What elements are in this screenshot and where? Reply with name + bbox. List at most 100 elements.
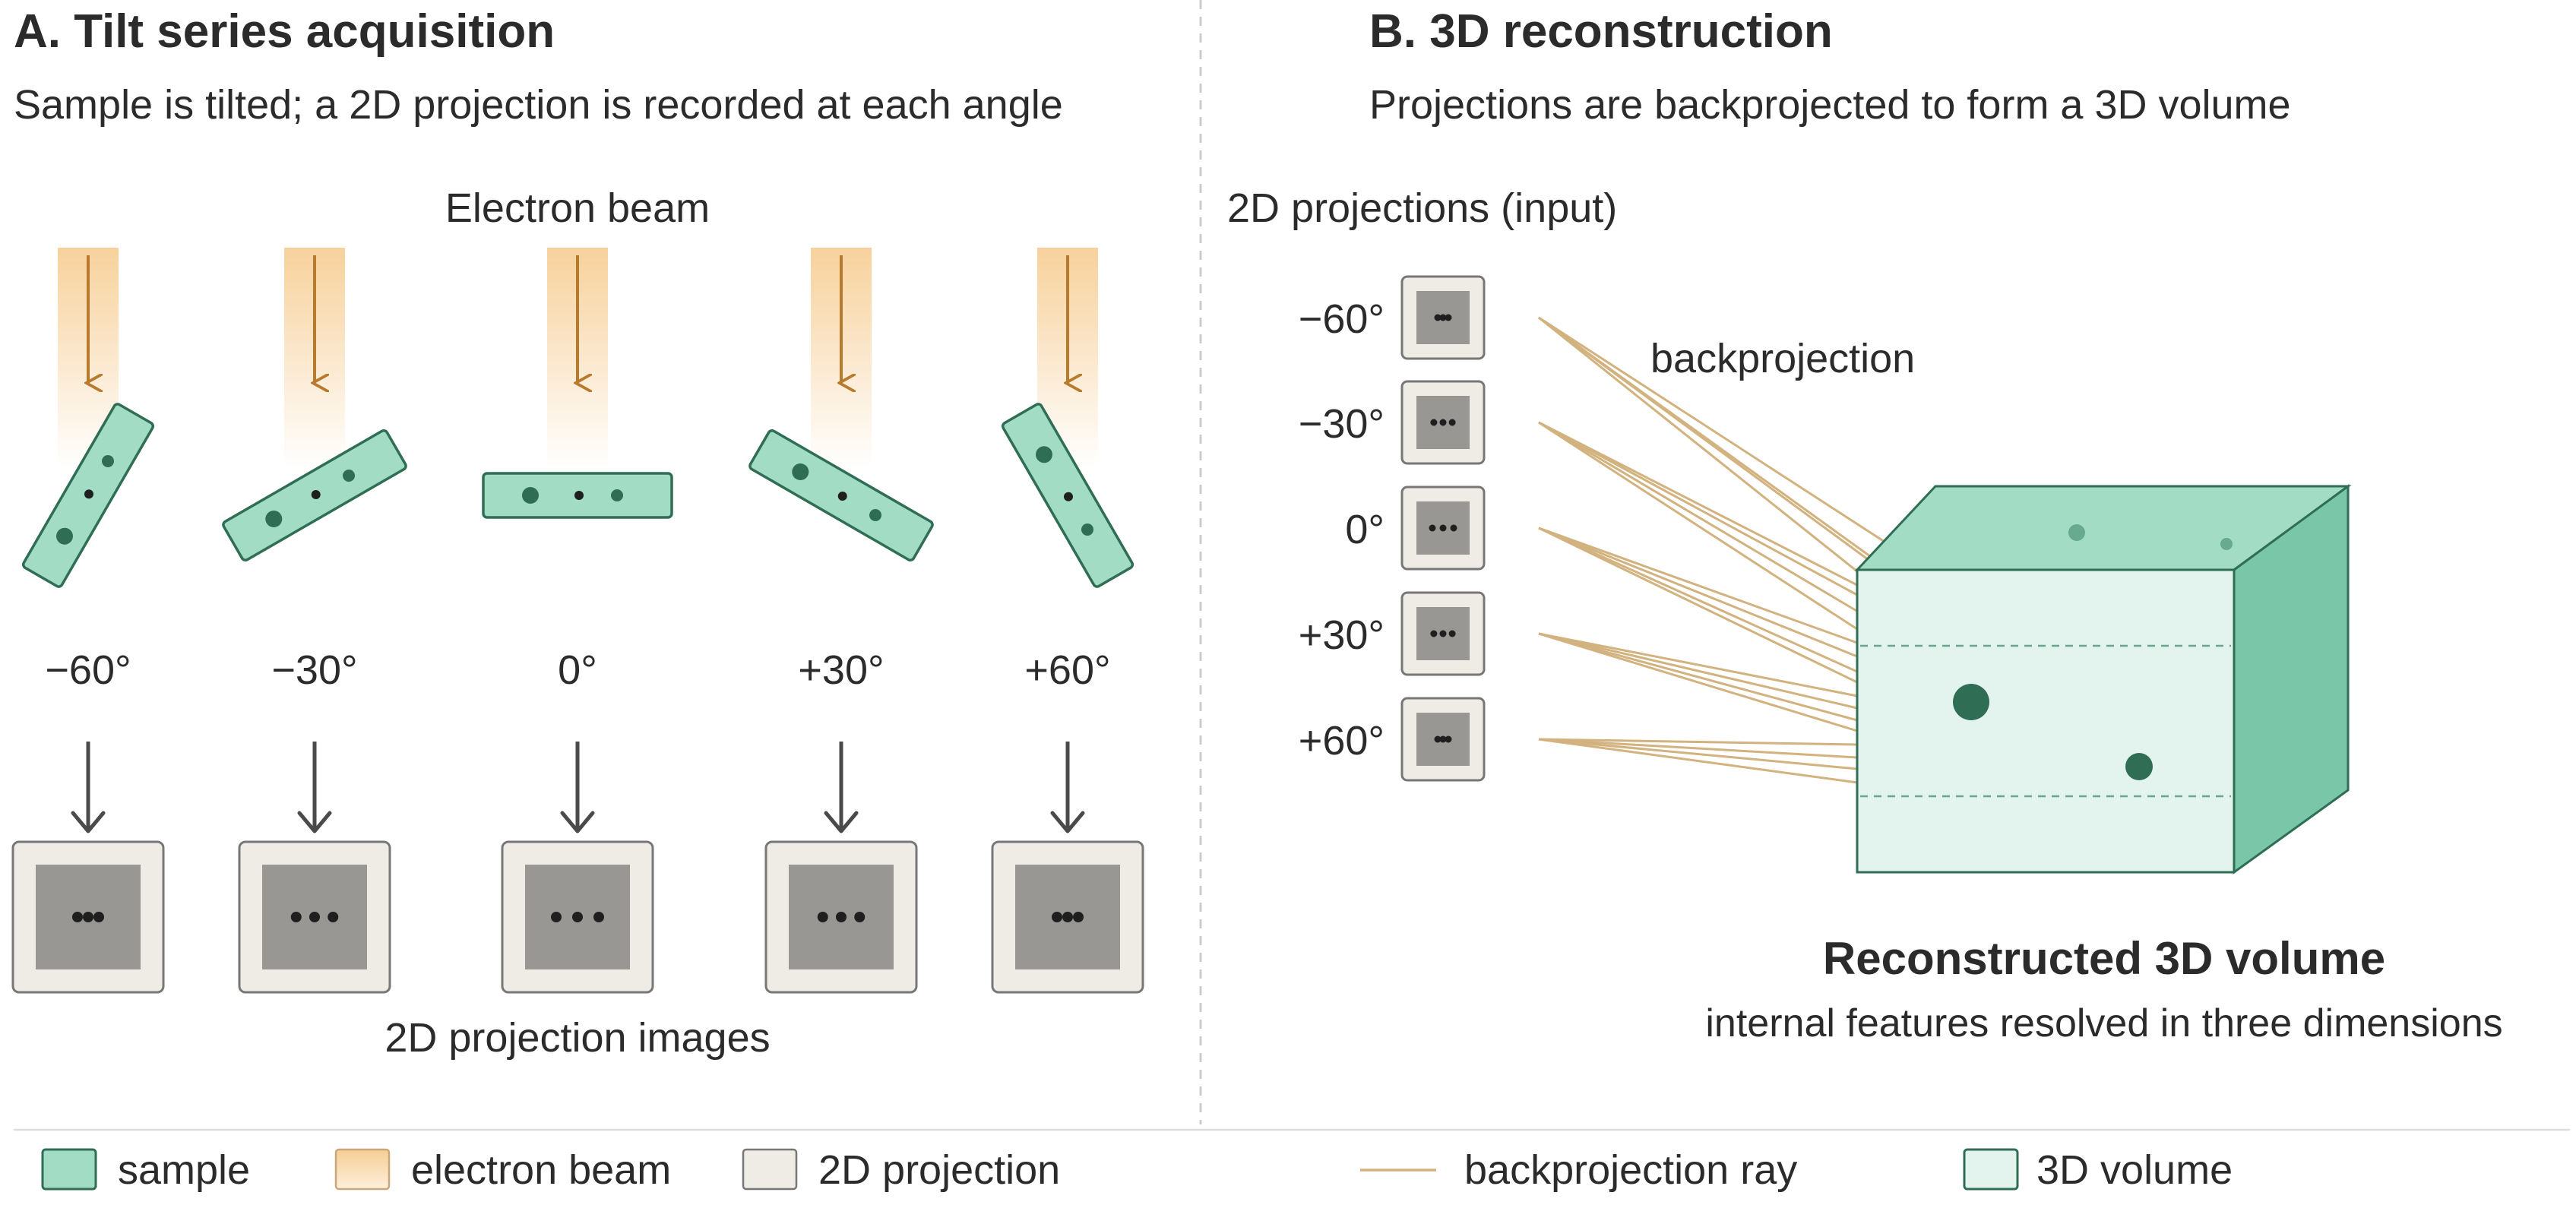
backprojection-label: backprojection [1650,336,1915,381]
tilt-angle-label: −60° [45,647,131,693]
sample-feature-dot [1064,492,1073,501]
input-projection-dot [1450,524,1457,532]
sample-feature-dot [1081,523,1093,536]
input-angle-label: +30° [1299,612,1385,658]
input-projections: −60° −30° 0° +30° +60° [1299,275,1486,782]
input-projection-dot [1434,735,1441,743]
projection-dot [328,912,339,922]
backprojection-ray [1538,421,1858,587]
projection-dot [72,912,83,922]
projection-dot [572,912,583,922]
projections-label: 2D projection images [385,1015,770,1061]
input-projection: −30° [1299,380,1486,465]
legend-label: electron beam [411,1147,671,1193]
input-projection-dot [1439,314,1447,321]
input-angle-label: 0° [1345,507,1385,552]
input-projection-dot [1430,630,1438,637]
sample-slab [222,429,407,562]
input-projection-dot [1439,630,1447,637]
legend: sample electron beam 2D projection backp… [41,1147,2233,1193]
projection-dot [83,912,93,922]
volume-feature-dot [2220,538,2233,550]
projection-dot [309,912,320,922]
input-label: 2D projections (input) [1227,185,1617,231]
input-projection: 0° [1345,485,1486,571]
input-projection-dot [1429,524,1436,532]
backprojection-ray [1538,738,1858,746]
sample-feature-dot [837,492,847,501]
sample-slab [748,429,934,562]
input-projection-dot [1434,314,1441,321]
input-projection-dot [1439,524,1447,532]
input-projection-dot [1448,419,1456,426]
input-projection-dot [1439,735,1447,743]
panel-a-subtitle: Sample is tilted; a 2D projection is rec… [14,82,1063,128]
reconstructed-volume [1854,484,2352,874]
backprojection-ray [1538,316,1878,568]
backprojection-ray [1538,316,1858,573]
tilt-column: −60° [11,248,165,994]
backprojection-rays [1538,316,1900,784]
sample-feature-dot [522,487,539,504]
tilt-angle-label: −30° [271,647,357,693]
input-projection-dot [1445,735,1452,743]
tilt-column: +60° [991,248,1144,994]
panel-b-title: B. 3D reconstruction [1369,5,1833,58]
beam-label: Electron beam [445,185,710,231]
sample-slab [1001,403,1135,588]
projection-dot [593,912,604,922]
tilt-series: −60° −30° 0° +30° +60° [11,248,1144,994]
tilt-column: 0° [482,248,673,994]
down-arrow-head [824,811,859,833]
backprojection-ray [1538,421,1858,596]
sample-feature-dot [56,527,73,545]
input-projection-dot [1448,630,1456,637]
down-arrow-head [1050,811,1085,833]
down-arrow-head [560,811,595,833]
backprojection-ray [1538,527,1858,658]
input-projection: +30° [1299,591,1486,676]
sample-feature-dot [869,509,882,521]
backprojection-ray [1538,738,1858,770]
input-angle-label: +60° [1299,718,1385,764]
backprojection-ray [1538,421,1858,631]
sample-feature-dot [343,470,356,482]
volume-feature-dot [2125,753,2153,780]
projection-dot [817,912,828,922]
sample-feature-dot [265,511,283,527]
projection-dot [836,912,847,922]
projection-dot [1052,912,1062,922]
input-projection: +60° [1299,697,1486,782]
projection-dot [551,912,562,922]
legend-label: sample [118,1147,250,1193]
input-angle-label: −60° [1299,296,1385,342]
backprojection-ray [1538,632,1858,697]
legend-label: 2D projection [818,1147,1060,1193]
sample-feature-dot [102,454,114,467]
sample-slab [482,472,673,519]
backprojection-ray [1538,527,1858,673]
down-arrow-head [71,811,106,833]
down-arrow-head [297,811,332,833]
tilt-angle-label: 0° [558,647,597,693]
volume-feature-dot [2068,524,2085,541]
volume-title: Reconstructed 3D volume [1823,933,2385,984]
legend-label: backprojection ray [1464,1147,1797,1193]
tilt-column: −30° [222,248,407,994]
projection-dot [290,912,302,922]
legend-swatch-sample [41,1148,97,1191]
volume-feature-dot [1953,684,1989,720]
volume-front-face [1856,568,2236,874]
input-projection: −60° [1299,275,1486,360]
projection-dot [1073,912,1084,922]
sample-feature-dot [84,489,93,499]
tilt-column: +30° [748,248,934,994]
legend-label: 3D volume [2036,1147,2233,1193]
panel-b-subtitle: Projections are backprojected to form a … [1369,82,2291,128]
input-projection-dot [1445,314,1452,321]
backprojection-ray [1538,632,1858,732]
projection-dot [854,912,866,922]
tilt-angle-label: +30° [798,647,884,693]
backprojection-ray [1538,421,1862,615]
